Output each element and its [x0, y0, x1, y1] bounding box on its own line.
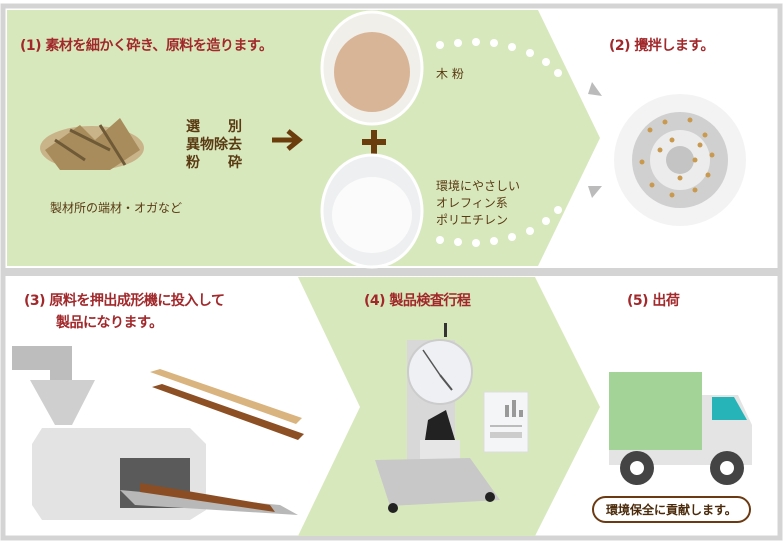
- wood-boards-image: [150, 369, 304, 440]
- plus-icon: [362, 130, 386, 154]
- eco-badge: 環境保全に貢献します。: [592, 496, 751, 523]
- test-report-image: [483, 391, 529, 453]
- step3-title: (3) 原料を押出成形機に投入して 製品になります。: [24, 290, 225, 334]
- step4-title: (4) 製品検査行程: [364, 293, 471, 309]
- process-remove-foreign: 異物除去: [186, 137, 242, 153]
- step1-green-panel: [7, 10, 600, 266]
- step2-title: (2) 攪拌します。: [609, 38, 715, 54]
- impact-tester-image: [375, 323, 500, 513]
- delivery-truck-image: [609, 372, 752, 485]
- extruder-machine-image: [12, 346, 298, 520]
- wood-powder-label: 木 粉: [436, 67, 464, 81]
- source-caption: 製材所の端材・オガなど: [50, 201, 183, 215]
- right-arrow-icon: [272, 129, 303, 151]
- label-line: ポリエチレン: [436, 213, 509, 227]
- step1-process-list: 選 別 異物除去 粉 砕: [186, 118, 242, 172]
- label-line: 環境にやさしい: [436, 179, 521, 193]
- title-line: (3) 原料を押出成形機に投入して: [24, 293, 225, 309]
- process-crush: 粉 砕: [186, 155, 242, 171]
- mixer-swirl-image: [614, 94, 746, 226]
- dotted-arrow-bottom: [436, 206, 562, 247]
- label-line: オレフィン系: [436, 196, 508, 210]
- dotted-arrow-top: [436, 38, 562, 77]
- step1-title: (1) 素材を細かく砕き、原料を造ります。: [20, 38, 273, 54]
- step5-title: (5) 出荷: [627, 293, 680, 309]
- process-select: 選 別: [186, 119, 242, 135]
- wood-chips-image: [40, 118, 144, 170]
- title-line: 製品になります。: [56, 315, 163, 331]
- polyethylene-label: 環境にやさしい オレフィン系 ポリエチレン: [436, 178, 520, 229]
